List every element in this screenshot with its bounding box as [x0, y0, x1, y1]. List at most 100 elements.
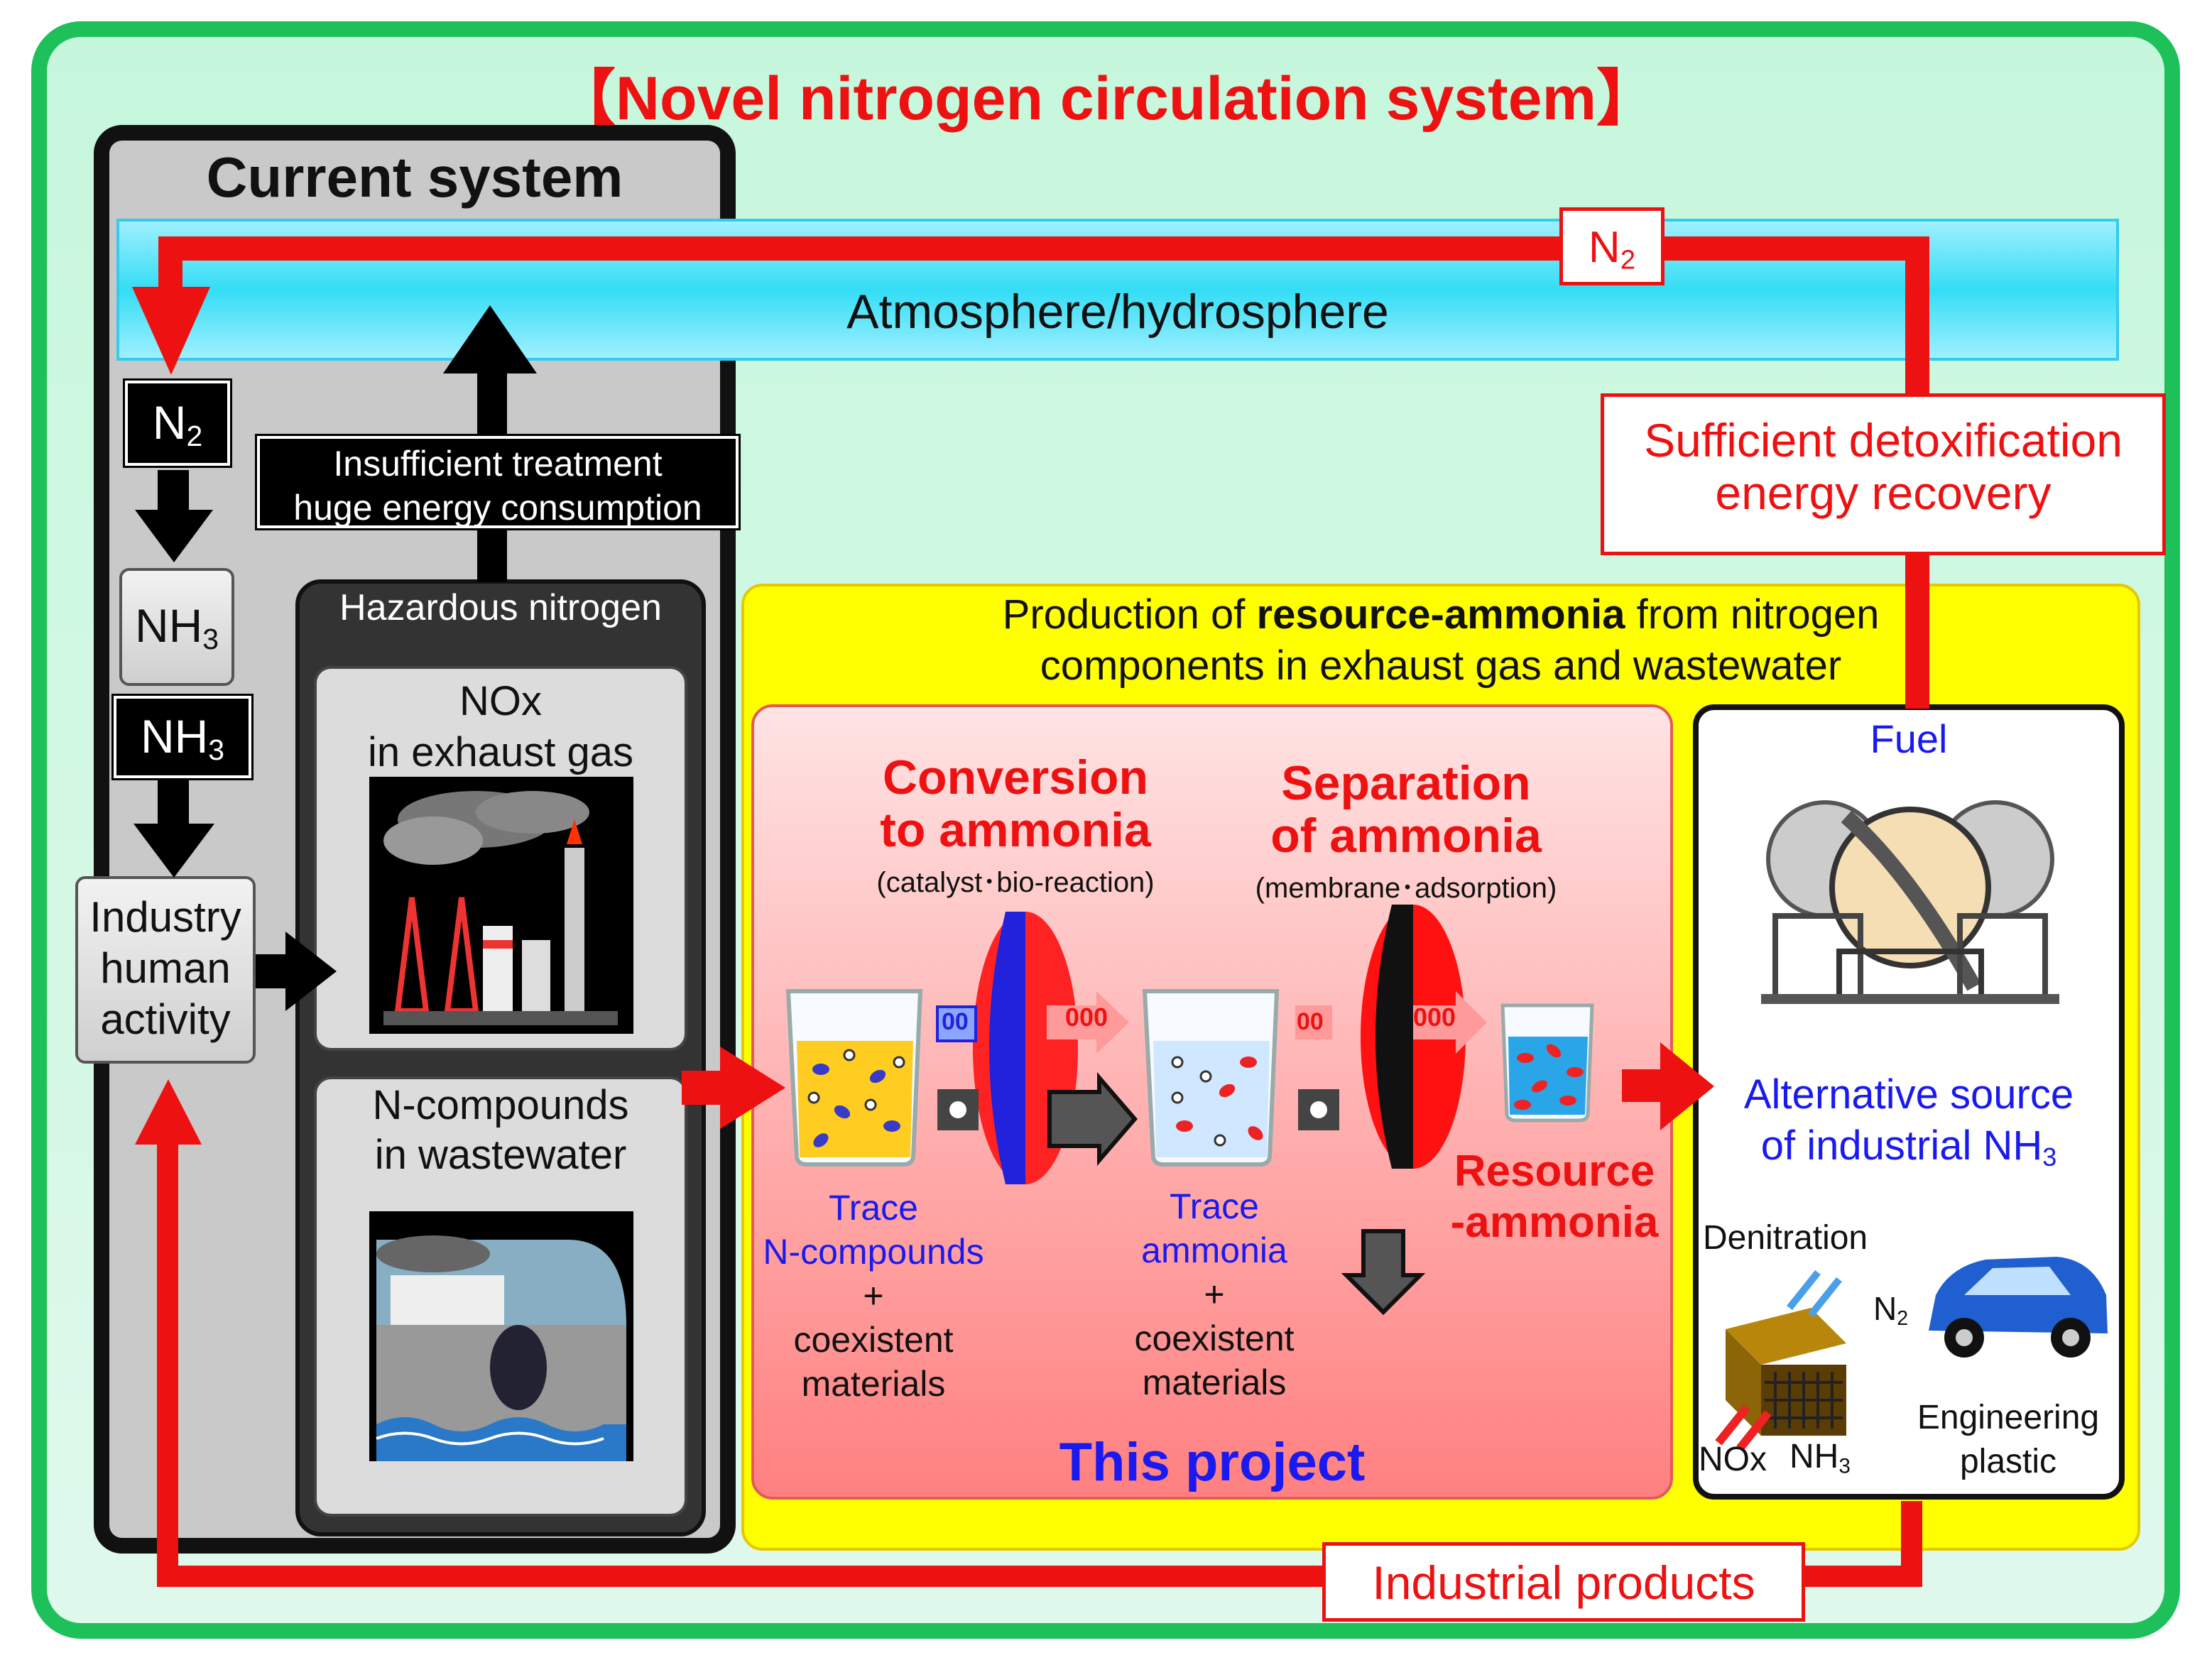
- conversion-line1: Conversion: [882, 750, 1149, 804]
- resource-ammonia-label: Resource -ammonia: [1432, 1146, 1677, 1248]
- trace1-plus: +: [863, 1276, 884, 1316]
- beaker-trace-ammonia: [1142, 989, 1280, 1167]
- plastic-line1: Engineering: [1917, 1399, 2100, 1436]
- resource-line2: -ammonia: [1450, 1198, 1659, 1247]
- treatment-line2: huge energy consumption: [293, 488, 702, 528]
- trace1-label: Trace N-compounds + coexistent materials: [746, 1186, 1001, 1406]
- ncompounds-label: N-compounds in wastewater: [314, 1081, 687, 1180]
- production-line2: components in exhaust gas and wastewater: [1040, 643, 1842, 689]
- nox-line2: in exhaust gas: [367, 729, 634, 775]
- production-line1-post: from nitrogen: [1625, 591, 1880, 638]
- nh3-black-sub: 3: [208, 733, 225, 767]
- separation-heading: Separation of ammonia: [1221, 757, 1591, 862]
- plastic-label: Engineering plastic: [1896, 1396, 2120, 1484]
- beaker-resource-ammonia: [1500, 1003, 1594, 1123]
- production-caption: Production of resource-ammonia from nitr…: [741, 589, 2140, 692]
- resource-line1: Resource: [1454, 1147, 1655, 1196]
- nox-label: NOx in exhaust gas: [314, 676, 687, 778]
- n2-down-arrow-head: [132, 287, 210, 375]
- nh3-gray-main: NH: [134, 599, 203, 652]
- wastewater-illustration: [369, 1211, 633, 1461]
- nh3-gray-sub: 3: [202, 623, 219, 656]
- sep-in-pink: [1295, 1005, 1332, 1039]
- conv-out-particles: 000: [1065, 1003, 1108, 1032]
- alternative-source-label: Alternative source of industrial NH3: [1693, 1069, 2125, 1183]
- industry-to-hazard-shaft: [256, 954, 290, 988]
- denitration-label: Denitration: [1703, 1219, 1868, 1257]
- trace2-line1: Trace: [1170, 1186, 1259, 1226]
- products-return-line: [157, 1136, 1922, 1587]
- conversion-disk-rim: [989, 912, 1025, 1184]
- detox-line2: energy recovery: [1715, 466, 2052, 519]
- conv-out-arrow: [1047, 1071, 1138, 1167]
- trace2-line2: ammonia: [1141, 1230, 1287, 1270]
- nh3-uses-label: NH3: [1789, 1437, 1851, 1478]
- nh3-to-industry-shaft: [158, 778, 189, 828]
- trace1-line1: Trace: [829, 1188, 918, 1228]
- wastewater-to-project-shaft: [682, 1071, 724, 1105]
- nh3-box-black: NH3: [114, 696, 251, 778]
- n2-uses-main: N: [1873, 1290, 1897, 1327]
- sep-out-particles: 000: [1413, 1003, 1456, 1032]
- industry-line3: activity: [100, 995, 231, 1043]
- ncompounds-line1: N-compounds: [372, 1082, 629, 1128]
- ncompounds-line2: in wastewater: [374, 1132, 627, 1178]
- nh3-box-gray: NH3: [119, 568, 234, 686]
- conversion-note: (catalyst･bio-reaction): [876, 867, 1155, 898]
- separation-disk-rim: [1375, 905, 1413, 1169]
- separation-note: (membrane･adsorption): [1255, 873, 1557, 904]
- sep-in-particles: 00: [1297, 1008, 1324, 1035]
- nh3-black-main: NH: [140, 710, 209, 763]
- fuel-label: Fuel: [1870, 716, 1948, 761]
- industry-line2: human: [100, 944, 231, 992]
- trace1-coexistent1: coexistent: [793, 1320, 954, 1360]
- treatment-line1: Insufficient treatment: [333, 444, 663, 484]
- products-up-arrow-head: [135, 1079, 202, 1145]
- n2-top-main: N: [1588, 223, 1620, 272]
- n2-left-main: N: [152, 396, 187, 449]
- n2-top-sub: 2: [1620, 244, 1636, 275]
- conversion-line2: to ammonia: [880, 803, 1151, 857]
- conv-in-particles: 00: [942, 1008, 969, 1035]
- detox-box: Sufficient detoxification energy recover…: [1601, 393, 2166, 555]
- trace2-plus: +: [1204, 1274, 1225, 1314]
- resource-to-uses-shaft: [1622, 1069, 1663, 1102]
- resource-to-uses-head: [1660, 1042, 1714, 1130]
- conv-pink-arrow: [1047, 991, 1129, 1054]
- trace2-coexistent2: materials: [1142, 1363, 1287, 1402]
- separation-line1: Separation: [1281, 756, 1531, 810]
- car-illustration: [1929, 1257, 2108, 1358]
- n2-left-sub: 2: [186, 420, 203, 453]
- alt-sub: 3: [2042, 1142, 2057, 1172]
- sep-down-arrow: [1341, 1229, 1426, 1316]
- sep-pink-arrow: [1413, 991, 1487, 1054]
- trace1-line2: N-compounds: [763, 1232, 984, 1272]
- trace2-coexistent1: coexistent: [1134, 1319, 1295, 1358]
- industrial-products-box: Industrial products: [1322, 1542, 1805, 1622]
- nh3-uses-main: NH: [1789, 1438, 1839, 1475]
- denitration-catalyst-illustration: [1715, 1270, 1846, 1450]
- factory-illustration: [369, 777, 633, 1034]
- n2-to-nh3-shaft: [158, 470, 189, 514]
- alt-line2: of industrial NH: [1760, 1123, 2043, 1169]
- industry-to-hazard-head: [285, 932, 337, 1011]
- n2-box-left: N2: [125, 381, 230, 466]
- this-project-label: This project: [1059, 1432, 1366, 1492]
- gas-tank-illustration: [1761, 800, 2059, 1004]
- nh3-uses-sub: 3: [1838, 1454, 1851, 1478]
- atmosphere-label: Atmosphere/hydrosphere: [846, 285, 1389, 339]
- n2-uses-label: N2: [1873, 1289, 1908, 1331]
- separation-line2: of ammonia: [1270, 809, 1542, 863]
- industry-line1: Industry: [89, 893, 241, 941]
- trace2-label: Trace ammonia + coexistent materials: [1094, 1184, 1335, 1404]
- hazardous-nitrogen-title: Hazardous nitrogen: [339, 587, 662, 628]
- hazard-up-head: [443, 305, 537, 373]
- detox-line1: Sufficient detoxification: [1644, 414, 2123, 466]
- alt-line1: Alternative source: [1743, 1071, 2074, 1118]
- industry-box: Industry human activity: [75, 876, 256, 1064]
- nox-line1: NOx: [459, 678, 542, 724]
- plastic-line2: plastic: [1959, 1443, 2057, 1480]
- nh3-to-industry-head: [134, 824, 214, 878]
- wastewater-to-project-head: [720, 1047, 785, 1129]
- n2-top-box: N2: [1559, 207, 1665, 285]
